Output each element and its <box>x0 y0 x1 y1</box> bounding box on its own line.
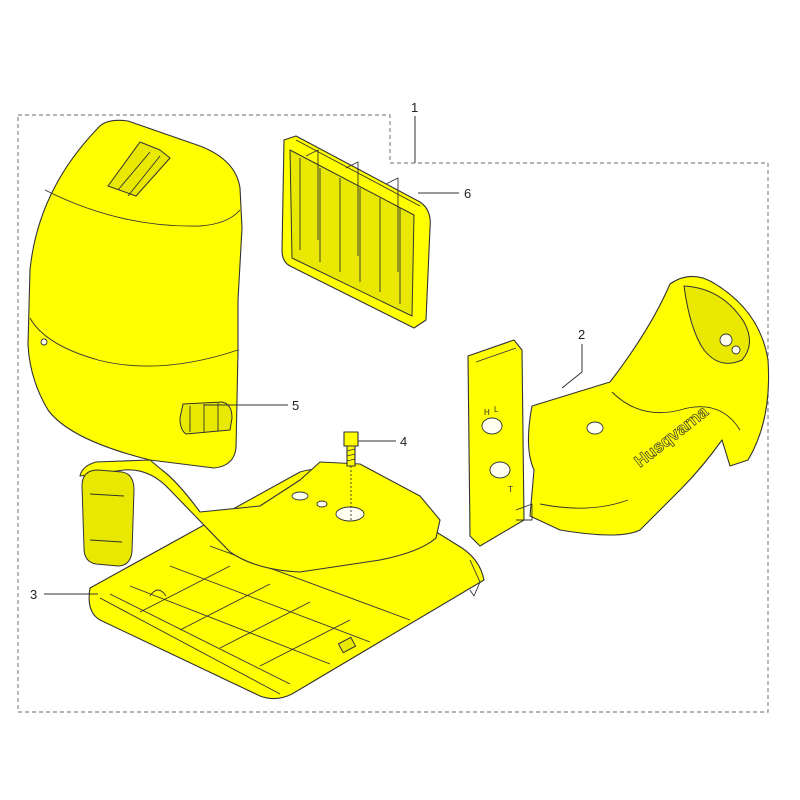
callout-2: 2 <box>578 327 585 342</box>
assembly-boundary <box>17 114 769 713</box>
filter-element <box>281 135 431 329</box>
callout-6: 6 <box>464 186 471 201</box>
callout-1: 1 <box>411 100 418 115</box>
leader-line-2 <box>561 344 583 389</box>
screw <box>343 431 359 520</box>
panel-mark-h: H <box>484 408 490 417</box>
panel-mark-t: T <box>508 485 513 494</box>
side-cover-assembly: H L T Husqvarna <box>467 275 770 547</box>
air-filter-cover <box>27 119 243 469</box>
callout-3: 3 <box>30 587 37 602</box>
callout-4: 4 <box>400 434 407 449</box>
panel-mark-l: L <box>494 405 499 414</box>
callout-5: 5 <box>292 398 299 413</box>
base-plate-with-intake <box>79 459 485 700</box>
